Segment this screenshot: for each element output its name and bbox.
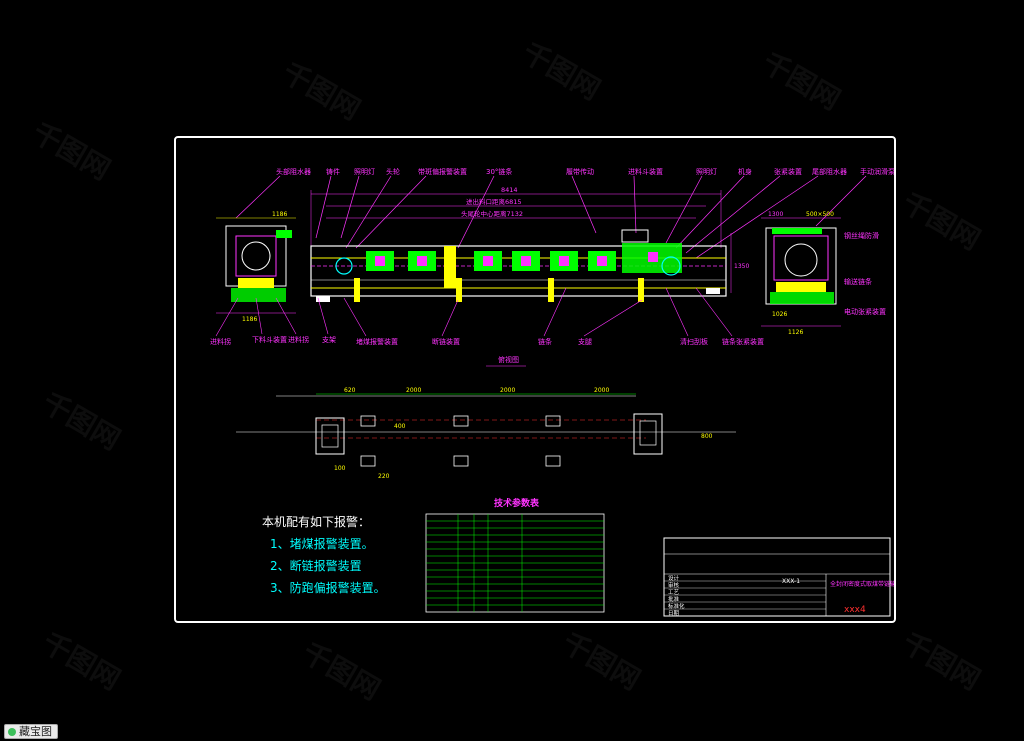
title-name: 全封闭密度式取煤带链输送机 <box>830 580 894 588</box>
status-dot-icon <box>8 727 16 736</box>
drawing-code: XXX-1 <box>782 578 800 585</box>
label-tension: 张紧装置 <box>774 167 802 176</box>
label-lamp-2: 照明灯 <box>696 167 717 176</box>
watermark: 千图网 <box>556 626 646 697</box>
label-chain: 输送链条 <box>844 277 872 286</box>
tech-parameter-table <box>425 513 605 613</box>
alarm-item-3: 3、防跑偏报警装置。 <box>270 580 386 595</box>
dim-height: 1350 <box>734 263 749 270</box>
title-block-row-label: 日期 <box>668 610 680 617</box>
top-leader-lines <box>235 175 867 259</box>
watermark: 千图网 <box>516 36 606 107</box>
title-block-row-label: 批准 <box>668 595 680 603</box>
label-chain-tension: 链条张紧装置 <box>722 337 764 346</box>
drawing-scale: xxx4 <box>844 605 866 615</box>
label-drive: 履带传动 <box>566 167 594 176</box>
top-dim-text: 8414 进出料口距离6815 头尾轮中心距离7132 <box>461 186 523 218</box>
plan-view: 620 2000 2000 2000 800 400 220 100 <box>236 387 736 480</box>
drawing-sheet: 头部阻水器 铸件 照明灯 头轮 带斑偏报警装置 30°链条 履带传动 进料斗装置… <box>174 136 896 623</box>
label-pump: 手动润滑泵 <box>860 167 894 176</box>
plan-dim-800: 800 <box>701 433 713 440</box>
label-lamp: 照明灯 <box>354 167 375 176</box>
main-side-view: 1350 <box>310 229 749 302</box>
watermark: 千图网 <box>276 56 366 127</box>
alarm-items: 1、堵煤报警装置。 2、断链报警装置 3、防跑偏报警装置。 <box>270 536 386 595</box>
dim-right-500: 500×500 <box>806 211 834 218</box>
label-wire-rope: 钢丝绳防滑 <box>844 231 879 240</box>
treasure-map-label: 藏宝图 <box>19 725 52 738</box>
label-breakage: 断链装置 <box>432 337 460 346</box>
plan-dim-2000a: 2000 <box>406 387 421 394</box>
label-feed-2: 进料拐 <box>288 335 309 344</box>
watermark: 千图网 <box>756 46 846 117</box>
plan-dim-2000c: 2000 <box>594 387 609 394</box>
bottom-leader-labels: 进料拐 下料斗装置 进料拐 支架 堵煤报警装置 断链装置 链条 支腿 清扫刮板 … <box>210 335 764 346</box>
left-end-view: 1186 1186 <box>216 211 296 323</box>
watermark: 千图网 <box>296 636 386 707</box>
dim-centers: 头尾轮中心距离7132 <box>461 209 523 218</box>
dim-right-1300: 1300 <box>768 211 783 218</box>
right-labels: 钢丝绳防滑 输送链条 电动张紧装置 <box>844 231 886 316</box>
dim-left-bottom: 1186 <box>242 316 257 323</box>
plan-dim-2000b: 2000 <box>500 387 515 394</box>
plan-dim-620: 620 <box>344 387 356 394</box>
label-head-wheel: 头轮 <box>386 167 400 176</box>
label-leg: 支腿 <box>578 337 592 346</box>
label-chain30: 30°链条 <box>486 167 512 176</box>
top-dimensions <box>310 190 722 248</box>
watermark: 千图网 <box>896 186 986 257</box>
alarm-title: 本机配有如下报警： <box>262 514 370 529</box>
label-deviation: 带斑偏报警装置 <box>418 167 467 176</box>
label-hopper: 进料斗装置 <box>628 167 663 176</box>
label-body: 机身 <box>738 167 752 176</box>
view-label: 俯视图 <box>498 355 519 364</box>
plan-dim-220: 220 <box>378 473 390 480</box>
top-leader-labels: 头部阻水器 铸件 照明灯 头轮 带斑偏报警装置 30°链条 履带传动 进料斗装置… <box>276 167 894 176</box>
title-block-row-label: 工艺 <box>668 589 680 596</box>
label-support: 支架 <box>322 335 336 344</box>
dim-right-1026: 1026 <box>772 311 787 318</box>
bottom-leader-lines <box>215 287 733 337</box>
plan-dim-400: 400 <box>394 423 406 430</box>
tech-table-title: 技术参数表 <box>494 497 540 509</box>
label-chain-bottom: 链条 <box>538 337 552 346</box>
treasure-map-button[interactable]: 藏宝图 <box>4 724 58 739</box>
label-casting: 铸件 <box>326 167 340 176</box>
label-blockage: 堵煤报警装置 <box>356 337 398 346</box>
cad-drawing: 头部阻水器 铸件 照明灯 头轮 带斑偏报警装置 30°链条 履带传动 进料斗装置… <box>210 167 894 617</box>
label-tail-water: 尾部阻水器 <box>812 167 847 176</box>
title-block-row-label: 标准化 <box>668 602 685 610</box>
label-feed-1: 进料拐 <box>210 337 231 346</box>
label-head-water: 头部阻水器 <box>276 167 311 176</box>
watermark: 千图网 <box>36 626 126 697</box>
dim-overall: 8414 <box>501 186 518 194</box>
label-discharge: 下料斗装置 <box>252 335 287 344</box>
dim-inout: 进出料口距离6815 <box>466 197 522 206</box>
dim-right-1126: 1126 <box>788 329 803 336</box>
watermark: 千图网 <box>36 386 126 457</box>
title-block-row-label: 设计 <box>668 574 680 582</box>
plan-dim-100: 100 <box>334 465 346 472</box>
right-end-view: 1300 500×500 1126 1026 <box>761 211 841 336</box>
watermark: 千图网 <box>26 116 116 187</box>
alarm-notes: 本机配有如下报警： <box>262 514 370 529</box>
label-scraper: 清扫刮板 <box>680 337 708 346</box>
alarm-item-2: 2、断链报警装置 <box>270 558 362 573</box>
watermark: 千图网 <box>896 626 986 697</box>
title-block-row-label: 审核 <box>668 581 680 589</box>
alarm-item-1: 1、堵煤报警装置。 <box>270 536 374 551</box>
dim-left-top: 1186 <box>272 211 287 218</box>
label-electric-tension: 电动张紧装置 <box>844 307 886 316</box>
